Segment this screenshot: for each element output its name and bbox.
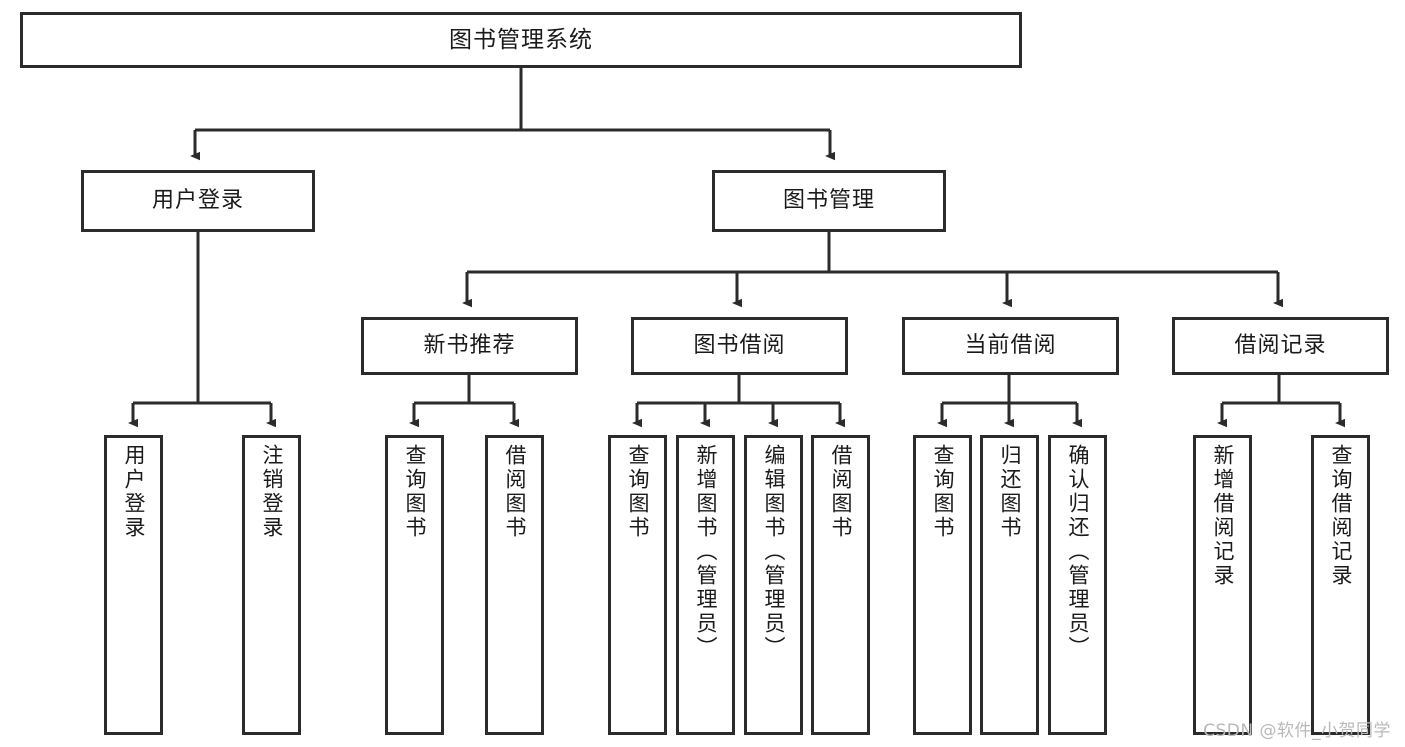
node-book-borrow-label: 图书借阅 — [693, 333, 786, 359]
node-leaf-add-record-label: 新增借阅记录 — [1211, 444, 1235, 588]
node-borrow-record-label: 借阅记录 — [1234, 333, 1327, 359]
node-leaf-add-record[interactable]: 新增借阅记录 — [1193, 435, 1252, 735]
node-leaf-query-record[interactable]: 查询借阅记录 — [1311, 435, 1370, 735]
node-leaf-add-book-label: 新增图书（管理员） — [694, 444, 718, 660]
node-leaf-edit-book[interactable]: 编辑图书（管理员） — [744, 435, 803, 735]
node-leaf-query-book-2[interactable]: 查询图书 — [608, 435, 667, 735]
node-leaf-add-book[interactable]: 新增图书（管理员） — [676, 435, 735, 735]
node-leaf-user-login-label: 用户登录 — [122, 444, 146, 540]
node-leaf-confirm-return[interactable]: 确认归还（管理员） — [1048, 435, 1107, 735]
node-leaf-query-book-3[interactable]: 查询图书 — [913, 435, 972, 735]
node-root-label: 图书管理系统 — [449, 26, 593, 53]
node-leaf-query-book-1-label: 查询图书 — [403, 444, 427, 540]
node-leaf-confirm-return-label: 确认归还（管理员） — [1066, 444, 1090, 660]
node-book-manage[interactable]: 图书管理 — [712, 170, 946, 232]
node-user-login-label: 用户登录 — [151, 188, 244, 214]
watermark-text: CSDN @软件_小贺同学 — [1203, 721, 1391, 741]
node-leaf-query-book-2-label: 查询图书 — [626, 444, 650, 540]
node-leaf-return-book-label: 归还图书 — [998, 444, 1022, 540]
node-leaf-user-login[interactable]: 用户登录 — [104, 435, 163, 735]
node-leaf-borrow-book-1[interactable]: 借阅图书 — [485, 435, 544, 735]
node-leaf-borrow-book-2[interactable]: 借阅图书 — [811, 435, 870, 735]
node-leaf-query-book-3-label: 查询图书 — [931, 444, 955, 540]
node-current-borrow-label: 当前借阅 — [964, 333, 1057, 359]
node-leaf-user-logout-label: 注销登录 — [260, 444, 284, 540]
node-book-borrow[interactable]: 图书借阅 — [631, 317, 848, 375]
node-user-login[interactable]: 用户登录 — [81, 170, 315, 232]
node-current-borrow[interactable]: 当前借阅 — [902, 317, 1119, 375]
node-leaf-query-book-1[interactable]: 查询图书 — [385, 435, 444, 735]
node-leaf-user-logout[interactable]: 注销登录 — [242, 435, 301, 735]
node-new-book-recommend-label: 新书推荐 — [423, 333, 516, 359]
node-root[interactable]: 图书管理系统 — [20, 12, 1022, 68]
node-borrow-record[interactable]: 借阅记录 — [1172, 317, 1389, 375]
node-new-book-recommend[interactable]: 新书推荐 — [361, 317, 578, 375]
node-leaf-edit-book-label: 编辑图书（管理员） — [762, 444, 786, 660]
node-book-manage-label: 图书管理 — [782, 188, 875, 214]
node-leaf-borrow-book-1-label: 借阅图书 — [503, 444, 527, 540]
node-leaf-return-book[interactable]: 归还图书 — [980, 435, 1039, 735]
node-leaf-borrow-book-2-label: 借阅图书 — [829, 444, 853, 540]
node-leaf-query-record-label: 查询借阅记录 — [1329, 444, 1353, 588]
